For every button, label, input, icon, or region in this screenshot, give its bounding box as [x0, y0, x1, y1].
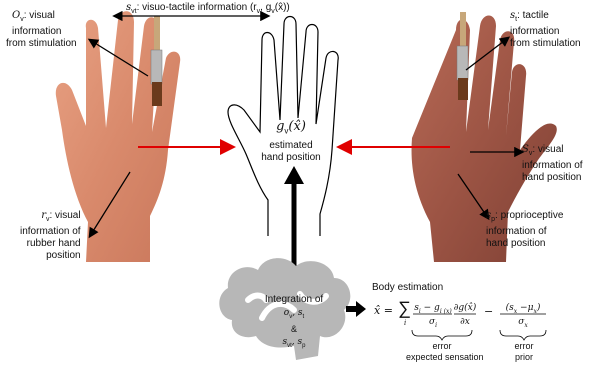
frac1-denominator: σi — [413, 316, 453, 332]
st-line1: : tactile — [517, 10, 549, 21]
visuo-tactile-mid: , g — [260, 2, 271, 13]
ov-line3: from stimulation — [6, 38, 77, 50]
rv-line2: information of — [20, 226, 81, 238]
ov-label: Ov: visual information from stimulation — [6, 10, 77, 50]
integration-sp-sub: p — [302, 343, 305, 349]
integration-st: , s — [292, 308, 302, 318]
sum-index: i — [404, 317, 406, 329]
integration-sp: , s — [292, 337, 302, 347]
frac3-den-sub: x — [524, 322, 527, 329]
error-expected-sensation-label: error expected sensation — [406, 341, 478, 363]
estimated-line2: hand position — [246, 152, 336, 164]
brace1-line2: expected sensation — [406, 352, 478, 363]
sp-label: sp: proprioceptive information of hand p… — [486, 210, 563, 250]
formula-title: Body estimation — [372, 282, 443, 294]
rv-label: rv: visual information of rubber hand po… — [20, 210, 81, 262]
integration-st-sub: t — [303, 314, 305, 320]
ov-line1: : visual — [24, 10, 55, 21]
st-line3: from stimulation — [510, 38, 581, 50]
visuo-tactile-end: (x̂)) — [275, 2, 290, 13]
visuo-tactile-label: svt: visuo-tactile information (rv, gv(x… — [126, 2, 290, 18]
integration-label: Integration of ov, st & svt, sp — [254, 294, 334, 352]
brain-to-formula-arrow — [346, 301, 366, 317]
brace1-line1: error — [406, 341, 478, 352]
frac3-denominator: σx — [498, 316, 548, 332]
rv-line1: : visual — [49, 210, 80, 221]
brace2-line2: prior — [504, 352, 544, 363]
frac3-num-end: ) — [537, 303, 541, 313]
st-label: st: tactile information from stimulation — [510, 10, 581, 50]
sp-line1: : proprioceptive — [495, 210, 563, 221]
sv-line1: : visual — [532, 144, 563, 155]
sv-line3: hand position — [522, 172, 583, 184]
sum-symbol: ∑ — [398, 298, 411, 318]
integration-amp: & — [254, 323, 334, 335]
formula-lhs: x̂ = — [374, 305, 393, 317]
frac3-num-open: (s — [506, 303, 514, 313]
estimated-line1: estimated — [246, 140, 336, 152]
st-line2: information — [510, 26, 581, 38]
sp-line3: hand position — [486, 238, 563, 250]
frac1-num-rest: − g — [421, 303, 440, 313]
sv-line2: information of — [522, 160, 583, 172]
frac1-num-sub2: i (x) — [440, 308, 452, 315]
sp-line2: information of — [486, 226, 563, 238]
sv-label: Sv: visual information of hand position — [522, 144, 583, 184]
frac2-denominator: ∂x — [452, 316, 478, 328]
estimated-hand-label: gv(x̂) estimated hand position — [246, 118, 336, 164]
error-prior-label: error prior — [504, 341, 544, 363]
brace2-line1: error — [504, 341, 544, 352]
frac3-num-mid: −μ — [517, 303, 533, 313]
ov-line2: information — [6, 26, 77, 38]
visuo-tactile-text: : visuo-tactile information (r — [137, 2, 257, 13]
rv-line4: position — [20, 250, 81, 262]
formula-minus: − — [484, 306, 493, 318]
rv-line3: rubber hand — [20, 238, 81, 250]
ov-symbol: O — [12, 10, 20, 21]
frac1-den-sub: i — [435, 322, 437, 329]
estimated-arg: (x̂) — [288, 119, 305, 134]
frac2-numerator: ∂g(x̂) — [452, 302, 478, 314]
integration-line1: Integration of — [254, 294, 334, 306]
sv-symbol: S — [522, 144, 529, 155]
